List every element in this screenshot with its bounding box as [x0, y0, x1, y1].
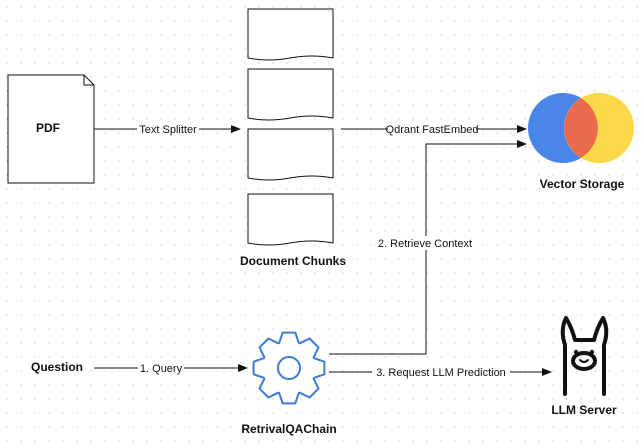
edge-label-retrieve: 2. Retrieve Context [374, 236, 477, 250]
edge-label-request: 3. Request LLM Prediction [372, 365, 510, 379]
gear-icon [252, 331, 326, 405]
vector-storage-label: Vector Storage [540, 177, 625, 191]
retrieve-context-label: 2. Retrieve Context [378, 238, 472, 250]
request-llm-prediction-label: 3. Request LLM Prediction [376, 367, 506, 379]
vector-icon-overlap [564, 98, 598, 158]
llm-server-node[interactable]: LLM Server [551, 316, 617, 417]
pdf-label: PDF [36, 121, 60, 135]
question-label[interactable]: Question [31, 360, 83, 374]
chunk-3 [247, 128, 334, 181]
qdrant-fastembed-label: Qdrant FastEmbed [386, 124, 479, 136]
llama-icon [560, 316, 609, 396]
retrival-qa-chain-node[interactable]: RetrivalQAChain [241, 331, 337, 436]
document-chunks-node[interactable]: Document Chunks [240, 8, 346, 268]
vector-storage-icon [528, 93, 634, 163]
edge-label-splitter: Text Splitter [137, 122, 199, 136]
pdf-node[interactable]: PDF [7, 74, 95, 184]
llm-server-label: LLM Server [551, 403, 617, 417]
text-splitter-label: Text Splitter [139, 124, 197, 136]
edge-label-query: 1. Query [138, 361, 184, 375]
chunk-4 [247, 193, 334, 246]
document-chunks-label: Document Chunks [240, 254, 346, 268]
chunk-2 [247, 68, 334, 121]
query-label: 1. Query [140, 363, 183, 375]
chunk-1 [247, 8, 334, 61]
vector-storage-node[interactable]: Vector Storage [528, 93, 634, 191]
pdf-document-icon [7, 74, 95, 184]
pdf-fold-corner [83, 75, 94, 86]
edge-label-embed: Qdrant FastEmbed [386, 122, 479, 136]
retrival-qa-chain-label: RetrivalQAChain [241, 422, 336, 436]
gear-hole [277, 356, 301, 380]
